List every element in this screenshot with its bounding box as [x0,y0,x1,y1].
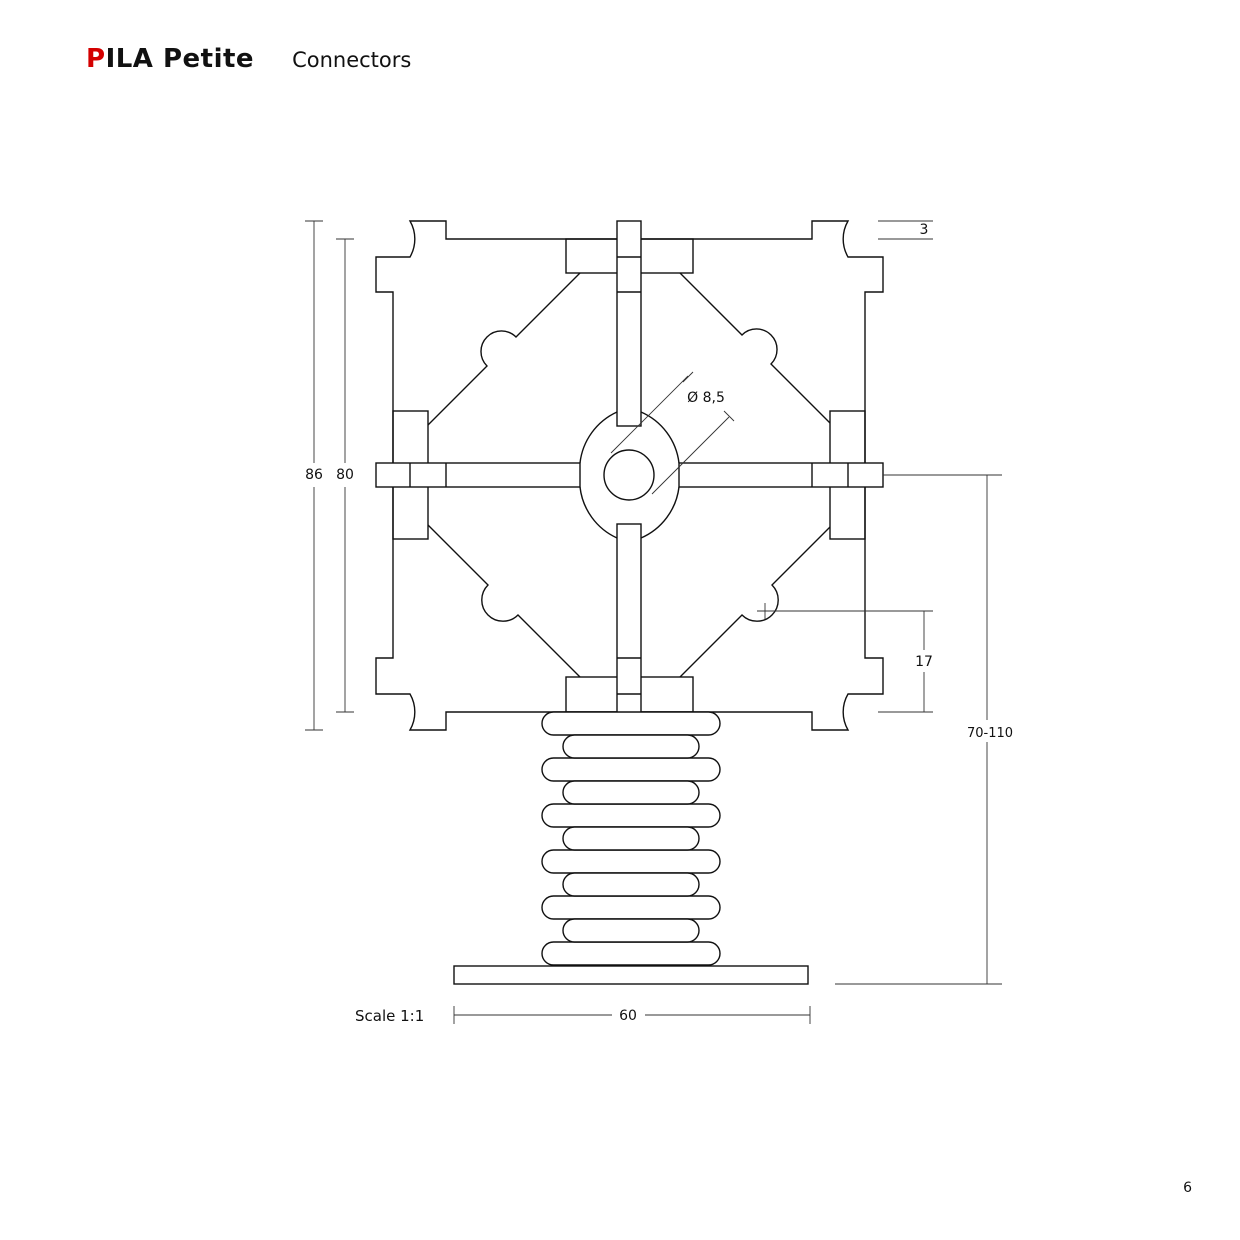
base-plate [453,965,809,985]
spring-bellows [541,711,721,966]
right-pin [678,462,884,488]
left-pin [375,462,581,488]
page-header: PILA Petite Connectors [86,44,411,74]
dim-hole-diameter: Ø 8,5 [687,390,725,406]
diagonal-arm-bottom-right [679,526,831,678]
diagonal-arm-bottom-left [427,524,581,678]
center-hub [579,411,680,539]
section-title: Connectors [292,48,412,72]
page-number: 6 [1183,1180,1192,1196]
dim-outer-height: 86 [305,467,323,483]
brand-name: ILA Petite [105,44,255,74]
brand-accent-letter: P [86,44,106,74]
bottom-pin [616,523,642,731]
dim-lobe-offset: 17 [915,654,933,670]
top-pin [616,220,642,427]
center-hole [603,449,655,501]
dim-inner-height: 80 [336,467,354,483]
diagonal-arm-top-left [427,272,581,426]
diagonal-arm-top-right [679,272,831,424]
scale-label: Scale 1:1 [355,1007,424,1025]
brand-title: PILA Petite [86,44,254,74]
dim-base-width: 60 [619,1008,637,1024]
dim-assembly-height: 70-110 [967,726,1013,741]
dim-corner-offset: 3 [920,222,929,238]
plate-outline [375,220,884,731]
